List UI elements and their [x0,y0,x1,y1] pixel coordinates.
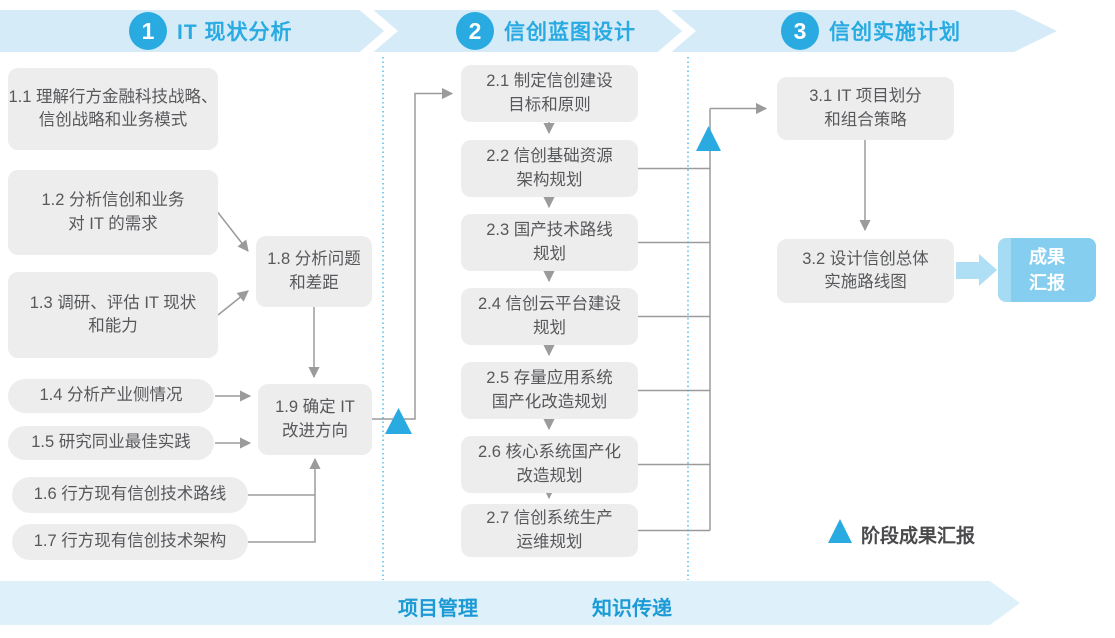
box-label-line: 实施路线图 [824,273,907,291]
legend-triangle-icon [828,519,852,543]
phase-3-title: 信创实施计划 [829,21,961,44]
box-label-line: 运维规划 [516,532,583,551]
box-label-line: 2.2 信创基础资源 [486,147,613,166]
box-1-7: 1.7 行方现有信创技术架构 [12,524,248,560]
box-1-6: 1.6 行方现有信创技术路线 [12,477,248,513]
phase-1-header: 1 IT 现状分析 [129,12,293,50]
box-label-line: 1.1 理解行方金融科技战略、 [8,87,218,106]
chevron-separator-icon [360,10,398,52]
box-2-2: 2.2 信创基础资源 架构规划 [461,140,638,197]
box-label-line: 和能力 [88,317,138,335]
phase-3-header: 3 信创实施计划 [781,12,961,50]
box-3-2: 3.2 设计信创总体 实施路线图 [777,239,954,303]
box-label-line: 2.6 核心系统国产化 [477,443,622,462]
box-label-line: 1.9 确定 IT [275,398,355,417]
box-label-line: 3.1 IT 项目划分 [809,87,922,106]
phase-2-header: 2 信创蓝图设计 [456,12,636,50]
box-label-line: 2.7 信创系统生产 [486,509,613,528]
box-2-7: 2.7 信创系统生产 运维规划 [461,504,638,557]
milestone-triangle-phase2-icon [696,126,721,151]
phase-3-number-badge: 3 [781,12,819,50]
box-label-line: 1.3 调研、评估 IT 现状 [29,293,197,312]
box-1-1: 1.1 理解行方金融科技战略、 信创战略和业务模式 [8,68,218,150]
box-2-1: 2.1 制定信创建设 目标和原则 [461,65,638,122]
box-1-4: 1.4 分析产业侧情况 [8,379,214,413]
box-1-9: 1.9 确定 IT 改进方向 [258,384,372,455]
deliverable-line: 汇报 [1029,273,1065,293]
box-3-1: 3.1 IT 项目划分 和组合策略 [777,77,954,140]
box-label-line: 架构规划 [516,170,583,189]
box-label-line: 规划 [533,244,566,263]
box-label-line: 1.5 研究同业最佳实践 [31,433,191,452]
phase-1-number-badge: 1 [129,12,167,50]
phase-2-number-badge: 2 [456,12,494,50]
box-label-line: 和差距 [289,273,339,292]
deliverable-arrow-icon [979,254,997,286]
phase-2-title: 信创蓝图设计 [504,21,636,44]
box-label-line: 改进方向 [282,421,348,440]
phase-1-title: IT 现状分析 [177,21,293,44]
box-2-4: 2.4 信创云平台建设 规划 [461,288,638,345]
phase-divider-dotted-lines [382,57,689,580]
box-label-line: 改造规划 [516,466,583,485]
box-label-line: 1.7 行方现有信创技术架构 [33,532,227,551]
chevron-separator-icon [658,10,696,52]
top-phase-band [0,10,1057,52]
knowledge-transfer-label: 知识传递 [592,598,672,620]
box-label-line: 规划 [533,318,566,337]
box-label-line: 2.1 制定信创建设 [486,72,613,91]
box-2-3: 2.3 国产技术路线 规划 [461,214,638,271]
box-label-line: 和组合策略 [824,110,907,129]
milestone-triangle-phase1-icon [385,408,412,434]
box-label-line: 1.4 分析产业侧情况 [39,386,183,405]
box-label-line: 目标和原则 [508,95,591,114]
project-management-label: 项目管理 [398,598,478,620]
box-label-line: 2.3 国产技术路线 [486,221,613,240]
box-label-line: 1.8 分析问题 [267,250,361,269]
box-label-line: 对 IT 的需求 [68,214,158,233]
bottom-support-band [0,581,1020,625]
deliverable-box: 成果 汇报 [998,238,1096,302]
deliverable-line: 成果 [1029,246,1065,267]
band-chevron-separators [360,10,696,52]
box-label-line: 2.5 存量应用系统 [486,369,613,388]
box-1-3: 1.3 调研、评估 IT 现状 和能力 [8,272,218,358]
box-2-5: 2.5 存量应用系统 国产化改造规划 [461,362,638,419]
milestone-triangles [385,126,852,543]
box-label-line: 国产化改造规划 [491,392,608,411]
box-label-line: 1.2 分析信创和业务 [41,191,185,210]
legend-label: 阶段成果汇报 [861,526,976,547]
box-1-8: 1.8 分析问题 和差距 [256,236,372,307]
box-label-line: 2.4 信创云平台建设 [477,295,622,314]
box-1-5: 1.5 研究同业最佳实践 [8,426,214,460]
box-label-line: 3.2 设计信创总体 [802,249,929,268]
box-label-line: 信创战略和业务模式 [38,111,188,129]
box-1-2: 1.2 分析信创和业务 对 IT 的需求 [8,170,218,255]
box-2-6: 2.6 核心系统国产化 改造规划 [461,436,638,493]
box-label-line: 1.6 行方现有信创技术路线 [33,485,227,504]
deliverable-arrow-shaft [956,262,979,279]
connector-lines [215,87,871,543]
